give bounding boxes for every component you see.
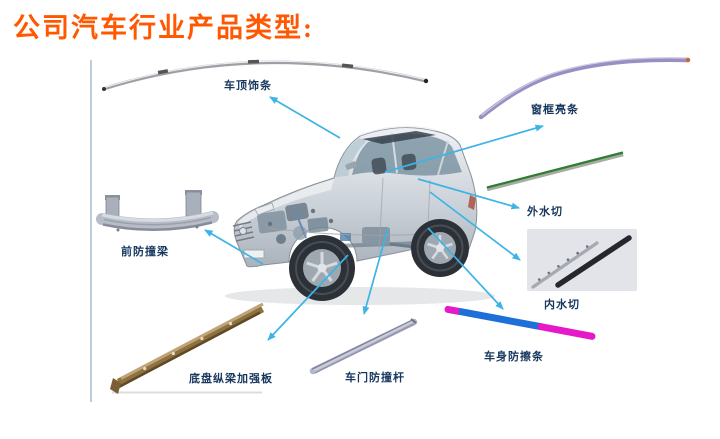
label-window-frame-bright-strip: 窗框亮条 [531, 104, 579, 116]
inner-water-cut-strip-image [527, 229, 637, 291]
car-rear-wheel [411, 219, 469, 277]
arrow-outer-water-cut [417, 178, 520, 210]
car-shadow [225, 287, 495, 305]
arrow-inner-water-cut [429, 191, 521, 261]
car-headlight [254, 202, 275, 216]
arrow-chassis-plate [267, 254, 349, 341]
callout-arrows [204, 96, 544, 341]
car-front-wheel [289, 235, 355, 301]
arrow-front-beam [204, 229, 264, 265]
label-front-bumper-beam: 前防撞梁 [121, 246, 169, 258]
outer-water-cut-strip-image [486, 151, 624, 192]
car-hood [238, 179, 334, 228]
arrow-body-strip [427, 227, 504, 310]
window-frame-bright-strip-image [478, 57, 691, 120]
label-chassis-rail-reinforcement: 底盘纵梁加强板 [189, 373, 273, 385]
page-title: 公司汽车行业产品类型: [13, 13, 314, 43]
car-mirror [345, 161, 357, 170]
car-taillight [468, 195, 476, 210]
label-outer-water-cut-strip: 外水切 [527, 206, 563, 218]
car-emblem [239, 227, 247, 235]
door-impact-bar-image [309, 318, 418, 375]
label-door-impact-bar: 车门防撞杆 [345, 372, 405, 384]
body-anti-scratch-strip-image [444, 305, 596, 340]
front-bumper-beam-image [96, 190, 219, 232]
chassis-rail-reinforcement-plate-image [110, 302, 265, 394]
label-roof-trim-strip: 车顶饰条 [224, 80, 272, 92]
car-sunroof [362, 131, 436, 144]
arrow-door-bar [362, 227, 389, 315]
roof-trim-strip-image [102, 59, 429, 91]
arrow-roof-trim [269, 96, 341, 139]
car-image [225, 125, 495, 305]
label-inner-water-cut-strip: 内水切 [544, 299, 580, 311]
car-windshield [335, 138, 367, 177]
label-body-anti-scratch-strip: 车身防擦条 [484, 351, 544, 363]
arrow-window-frame [384, 124, 544, 173]
